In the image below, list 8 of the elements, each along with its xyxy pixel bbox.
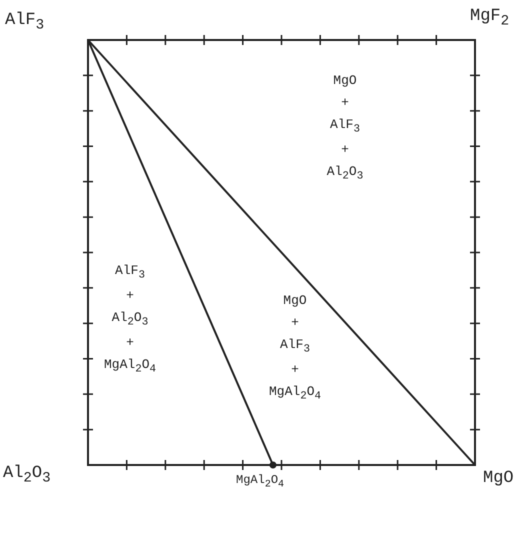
corner-label: Al$_{2}$O$_{3}$ (3, 465, 51, 487)
corner-label: MgF$_{2}$ (470, 8, 510, 30)
corner-label: MgO (483, 470, 514, 489)
phase-region-label: AlF$_{3}$ + Al$_{2}$O$_{3}$ + MgAl$_{2}$O$_{4}$ (102, 262, 158, 378)
phase-region-label: MgO + AlF$_{3}$ + MgAl$_{2}$O$_{4}$ (268, 292, 322, 405)
corner-label: AlF$_{3}$ (5, 12, 44, 34)
phase-region-label: MgO + AlF$_{3}$ + Al$_{2}$O$_{3}$ (326, 72, 364, 185)
point-label: MgAl$_{2}$O$_{4}$ (236, 474, 284, 490)
